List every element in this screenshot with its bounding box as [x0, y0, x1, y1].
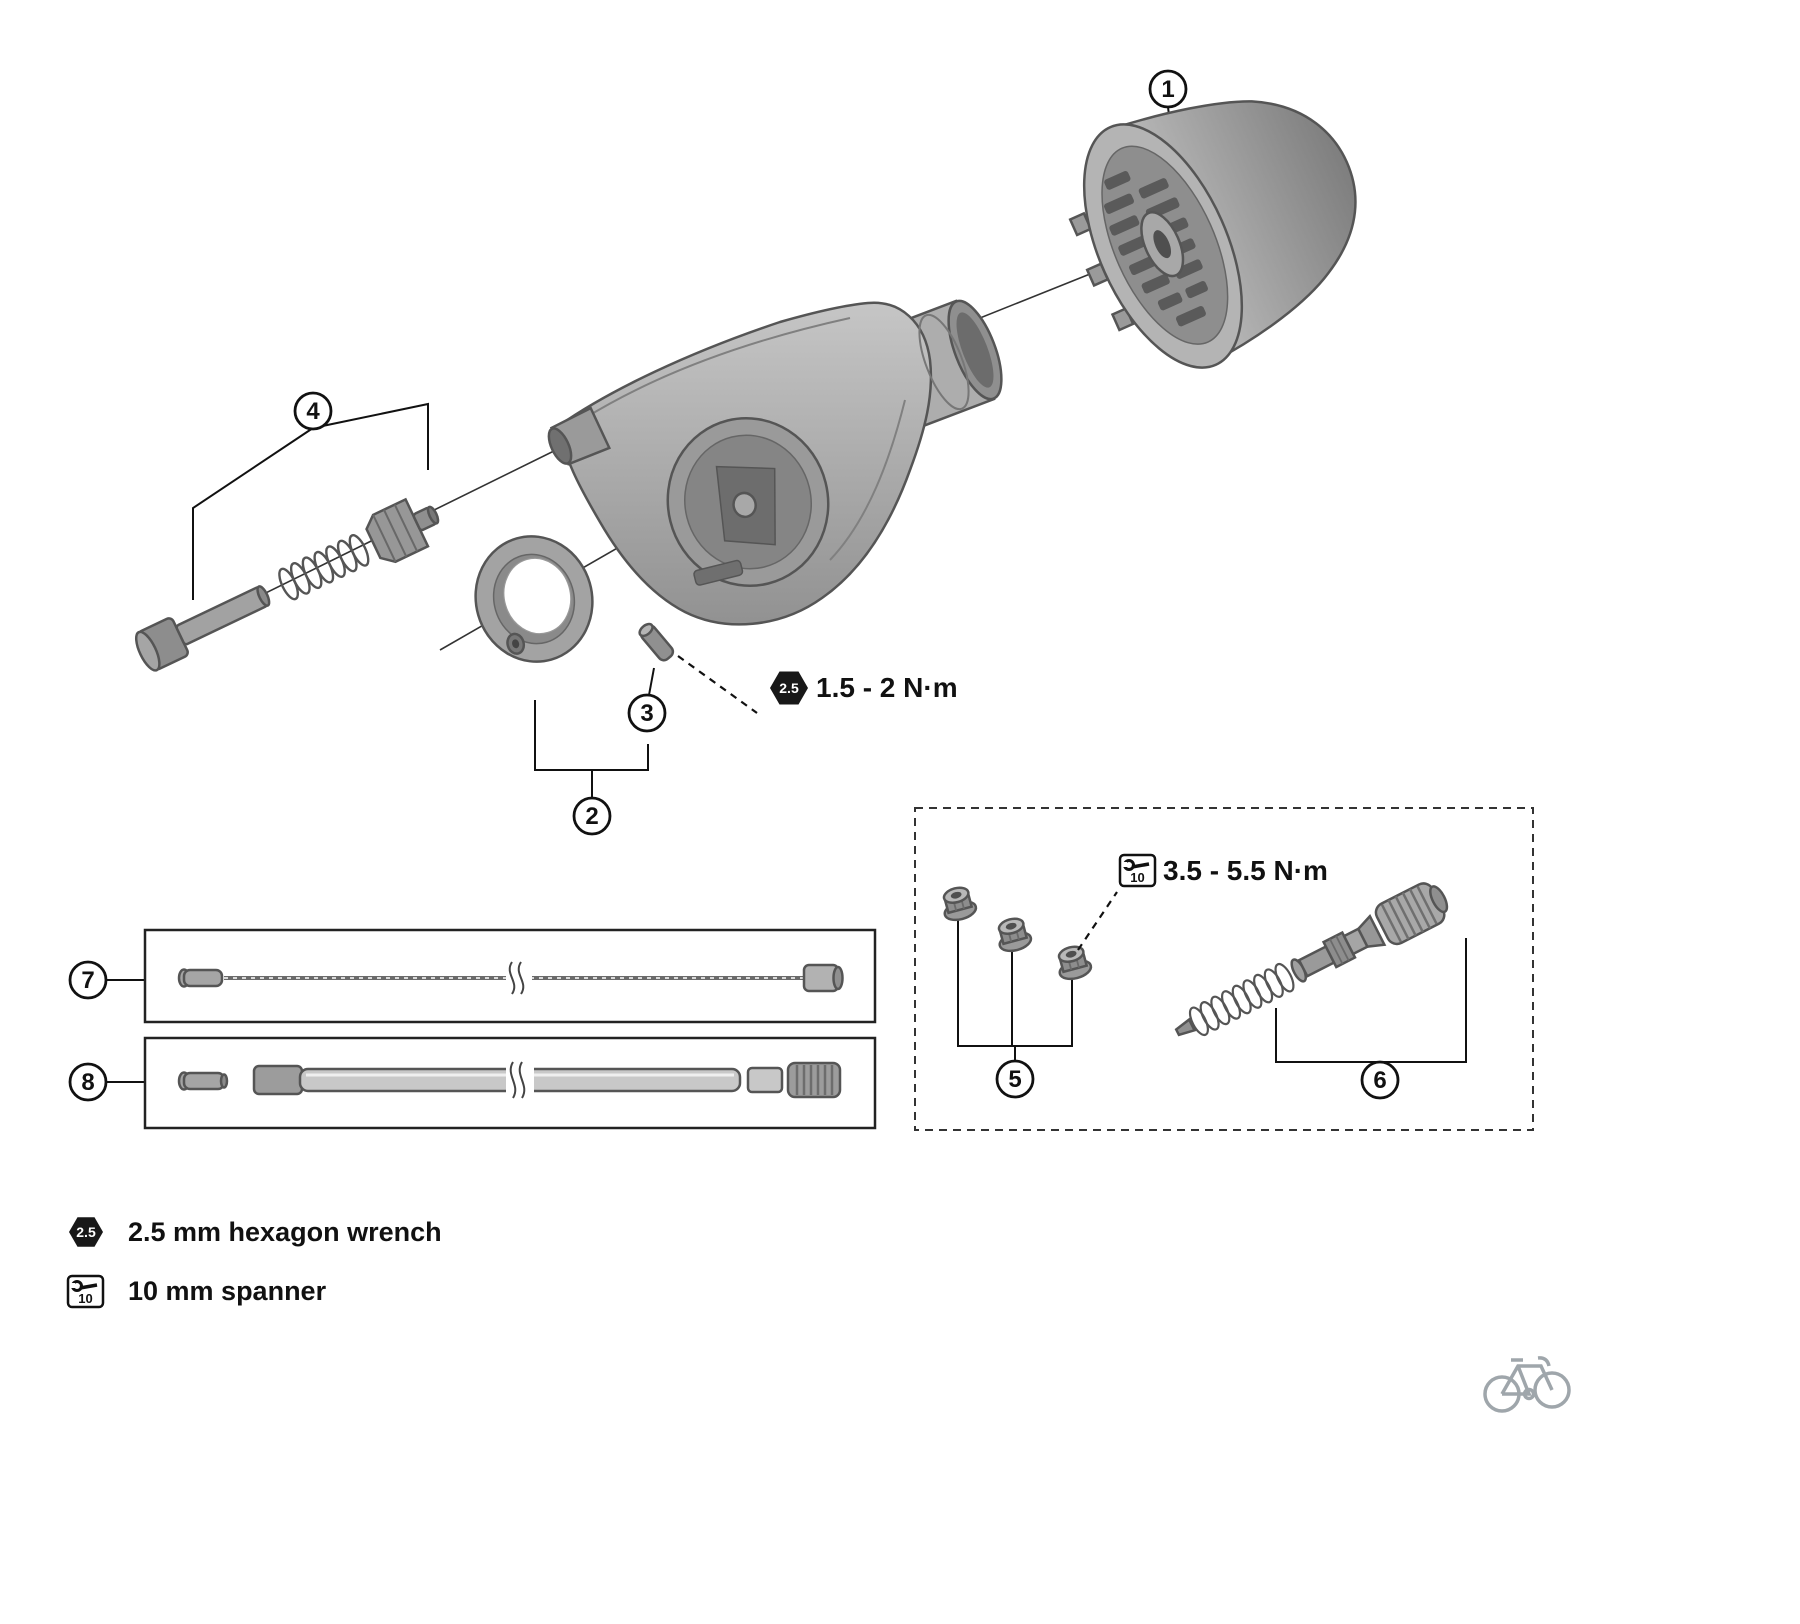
part-6-spring [1188, 962, 1295, 1037]
part-label-1: 1 [1148, 69, 1188, 109]
hex-wrench-icon: 2.5 [69, 1217, 103, 1247]
right-port-opening [947, 299, 1003, 401]
svg-text:2: 2 [585, 803, 598, 830]
legend-hex-label: 2.5 mm hexagon wrench [128, 1217, 442, 1247]
part-6-boot [1374, 882, 1449, 946]
part-4-bolt [134, 585, 271, 672]
svg-text:10: 10 [78, 1291, 92, 1306]
hex-tool-size: 2.5 [779, 680, 799, 696]
svg-text:8: 8 [81, 1069, 94, 1096]
part-label-3: 3 [627, 693, 667, 733]
legend-spanner-label: 10 mm spanner [128, 1276, 327, 1306]
spanner-icon: 10 [1118, 853, 1157, 888]
svg-text:4: 4 [306, 398, 320, 425]
casing-end-cap [786, 1061, 842, 1099]
spanner-tool-size: 10 [1130, 870, 1144, 885]
part-5-nuts [942, 886, 1093, 981]
spanner-icon: 10 [66, 1274, 105, 1309]
part-4-barrel-adjuster [365, 497, 440, 564]
part-label-7: 7 [68, 960, 108, 1000]
torque-callout-spanner: 10 3.5 - 5.5 N·m [1077, 853, 1328, 951]
hex-wrench-icon: 2.5 [770, 671, 808, 705]
part-4-group [134, 497, 440, 672]
part-label-2: 2 [572, 796, 612, 836]
hex-torque-value: 1.5 - 2 N·m [816, 672, 958, 703]
torque-callout-hex: 2.5 1.5 - 2 N·m [677, 655, 958, 714]
svg-text:7: 7 [81, 967, 94, 994]
legend-row-hex-wrench: 2.5 2.5 mm hexagon wrench [69, 1217, 442, 1247]
svg-text:5: 5 [1008, 1066, 1021, 1093]
part-label-8: 8 [68, 1062, 108, 1102]
part-1-cover [1068, 100, 1357, 369]
svg-text:1: 1 [1161, 76, 1174, 103]
part-4-spring [278, 534, 370, 601]
housing-cavity [666, 416, 830, 588]
detail-box-5-6: 10 3.5 - 5.5 N·m [914, 807, 1534, 1131]
legend: 2.5 2.5 mm hexagon wrench 10 10 mm spann… [66, 1217, 442, 1309]
part-2-clamp-ring [474, 535, 594, 663]
main-housing [547, 299, 1003, 626]
part-label-5: 5 [995, 1059, 1035, 1099]
part-label-6: 6 [1360, 1060, 1400, 1100]
cable-box-8 [143, 1036, 877, 1130]
svg-text:3: 3 [640, 700, 653, 727]
legend-row-spanner: 10 10 mm spanner [66, 1274, 327, 1309]
part-3-pin [638, 622, 675, 662]
part-label-4: 4 [293, 391, 333, 431]
cable-box-7 [143, 928, 877, 1024]
part-labels: 1 2 3 4 5 6 7 8 [68, 69, 1400, 1102]
brand-logo [1483, 1356, 1571, 1413]
spanner-torque-value: 3.5 - 5.5 N·m [1163, 855, 1328, 886]
svg-text:2.5: 2.5 [76, 1224, 96, 1240]
part-6-assembly [1174, 882, 1449, 1037]
svg-text:6: 6 [1373, 1067, 1386, 1094]
